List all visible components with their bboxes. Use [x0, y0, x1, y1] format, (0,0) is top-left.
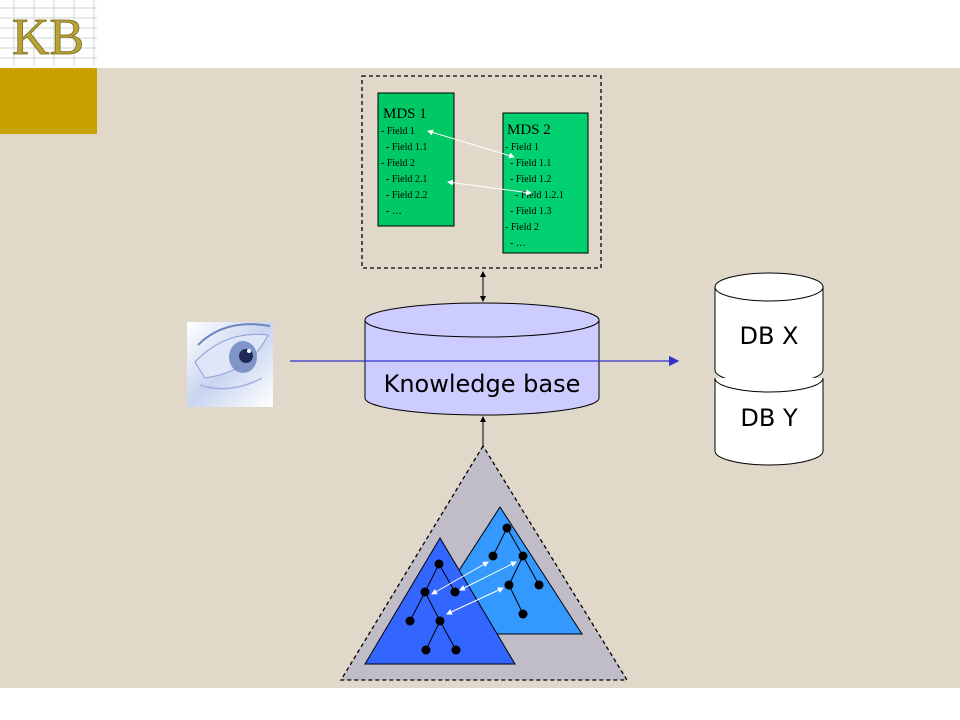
mds2-line-7: - …: [505, 238, 526, 249]
field-mapping-arrow-2: [447, 179, 532, 196]
mds2-line-2: - Field 1.1: [505, 158, 551, 169]
mds1-title: MDS 1: [383, 106, 427, 122]
mds2-line-1: - Field 1: [505, 142, 539, 153]
mds1-line-3: - Field 2: [381, 158, 415, 169]
mds1-line-6: - …: [381, 206, 402, 217]
mds1-line-2: - Field 1.1: [381, 142, 427, 153]
mds1-line-4: - Field 2.1: [381, 174, 427, 185]
mds2-line-5: - Field 1.3: [505, 206, 551, 217]
eye-icon: [187, 322, 273, 407]
kb-logo: KB: [0, 0, 97, 66]
ontology-triangle-group: [339, 444, 629, 681]
db-x-cylinder: DB X: [714, 272, 824, 385]
mds-dashed-frame: [361, 75, 602, 269]
footer-strip: [0, 688, 960, 720]
metadata-schemas-group: MDS 1 - Field 1 - Field 1.1 - Field 2 - …: [361, 75, 602, 269]
mds2-line-3: - Field 1.2: [505, 174, 551, 185]
mds2-line-6: - Field 2: [505, 222, 539, 233]
slide-background-left: [0, 134, 97, 688]
db-x-label: DB X: [739, 322, 798, 350]
mds2-title: MDS 2: [507, 122, 551, 138]
mds1-box: [377, 92, 455, 227]
knowledge-base-label: Knowledge base: [384, 370, 581, 398]
mds1-line-5: - Field 2.2: [381, 190, 427, 201]
mds1-line-1: - Field 1: [381, 126, 415, 137]
logo-text: KB: [12, 9, 84, 66]
knowledge-base-cylinder: Knowledge base: [364, 302, 600, 416]
field-mapping-arrow-1: [427, 129, 515, 159]
db-y-label: DB Y: [740, 404, 798, 432]
db-y-cylinder: DB Y: [714, 377, 824, 466]
mds2-line-4: - Field 1.2.1: [505, 190, 564, 201]
gold-accent-block: [0, 68, 97, 134]
header-strip: [0, 0, 960, 68]
tree-mapping-arrows: [431, 561, 517, 615]
